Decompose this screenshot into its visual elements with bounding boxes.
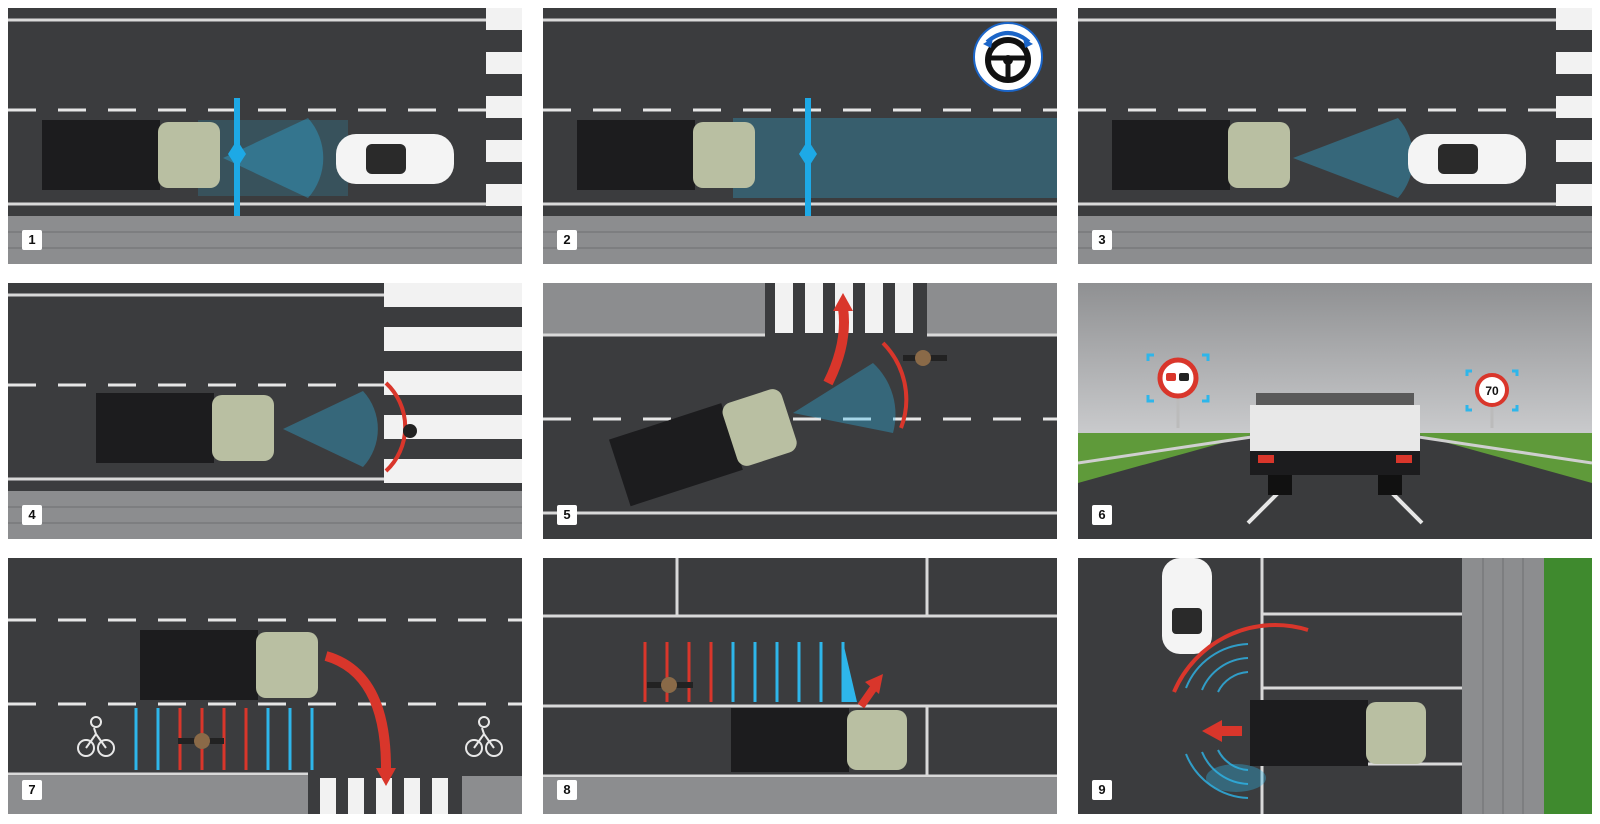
speed-limit-sign-icon: 70	[1465, 369, 1519, 412]
panel-number: 5	[557, 505, 577, 525]
panel-number: 7	[22, 780, 42, 800]
panel-7: 7	[8, 558, 522, 814]
panel-number: 4	[22, 505, 42, 525]
panel-6-scene: 70	[1078, 283, 1592, 539]
panel-5: 5	[543, 283, 1057, 539]
panel-2-scene	[543, 8, 1057, 264]
panel-number: 3	[1092, 230, 1112, 250]
panel-4: 4	[8, 283, 522, 539]
panel-number: 1	[22, 230, 42, 250]
panel-9: 9	[1078, 558, 1592, 814]
steering-wheel-icon	[973, 22, 1043, 92]
no-overtaking-sign-icon	[1146, 353, 1210, 403]
panel-2: 2	[543, 8, 1057, 264]
panel-9-scene	[1078, 558, 1592, 814]
panel-number: 8	[557, 780, 577, 800]
panel-3-scene	[1078, 8, 1592, 264]
bicycle-lane-icon	[465, 716, 503, 757]
panel-7-scene	[8, 558, 522, 814]
panel-4-scene	[8, 283, 522, 539]
panel-1: 1	[8, 8, 522, 264]
bicycle-lane-icon	[77, 716, 115, 757]
panel-number: 2	[557, 230, 577, 250]
panel-6: 70 6	[1078, 283, 1592, 539]
panel-3: 3	[1078, 8, 1592, 264]
panel-5-scene	[543, 283, 1057, 539]
panel-8: 8	[543, 558, 1057, 814]
panel-number: 6	[1092, 505, 1112, 525]
panel-8-scene	[543, 558, 1057, 814]
speed-limit-value: 70	[1485, 384, 1499, 398]
panel-number: 9	[1092, 780, 1112, 800]
panel-1-scene	[8, 8, 522, 264]
